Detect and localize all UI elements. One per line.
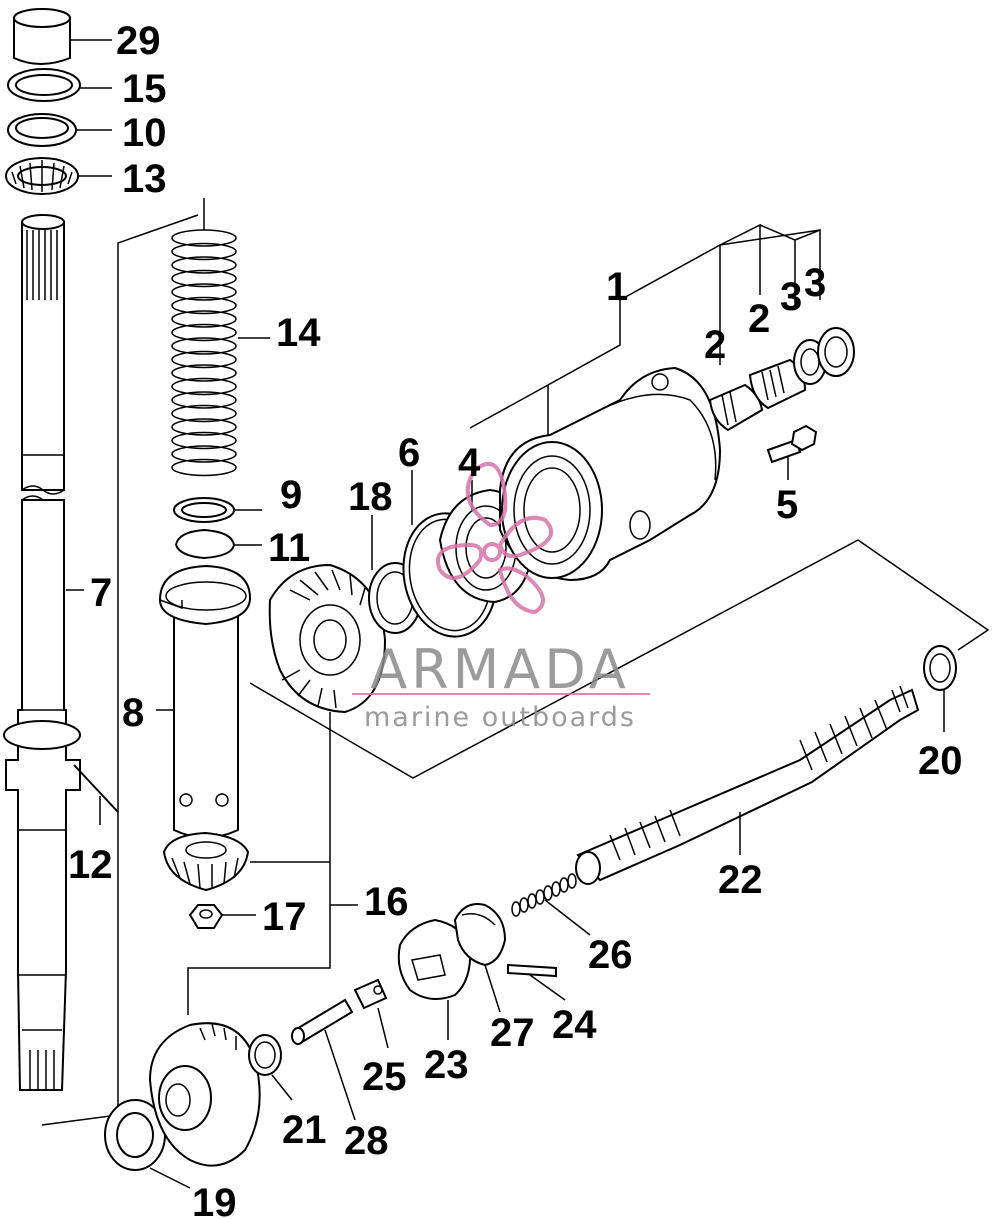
part-1-bearing-housing [469,300,722,582]
label-21: 21 [282,1108,327,1152]
spring-coil [171,296,237,315]
spring-coil [171,431,237,450]
label-19: 19 [192,1181,237,1219]
part-7-drive-shaft [3,214,84,1091]
callout-labels: 29 15 10 13 14 9 11 7 8 12 16 17 19 21 2… [68,19,963,1219]
part-13-thrust-bearing [5,157,112,195]
spring-coil [171,404,237,423]
label-29: 29 [116,19,161,63]
frame-bracket-left [41,214,199,1126]
part-9-shim [173,497,262,523]
label-3b: 3 [804,261,826,305]
watermark-tagline: marine outboards [364,702,636,733]
label-3a: 3 [780,275,802,319]
label-14: 14 [276,311,321,355]
part-16-forward-gear [268,563,387,714]
label-28: 28 [344,1119,389,1163]
spring-coil [171,350,237,369]
spring-coil [171,418,237,436]
part-8-sleeve [156,564,252,839]
part-5-bolt [766,424,818,480]
frame-bracket-right [249,539,990,779]
part-28-plunger [291,998,356,1121]
label-10: 10 [122,111,167,155]
watermark-logo-icon [436,461,554,615]
spring-coil [171,377,237,396]
label-2b: 2 [748,297,770,341]
label-13: 13 [122,157,167,201]
part-24-pin [507,963,566,1001]
part-12-pin [73,764,119,825]
label-4: 4 [458,441,481,485]
part-26-spring [511,873,591,936]
leader-1-2-3 [619,223,821,365]
part-19-washer [104,1099,191,1189]
label-7: 7 [90,571,112,615]
label-18: 18 [348,475,393,519]
watermark-brand: ARMADA [370,638,630,701]
spring-coil [171,391,237,409]
part-22-propeller-shaft [575,685,920,885]
label-23: 23 [424,1043,469,1087]
label-17: 17 [262,895,307,939]
label-8: 8 [122,691,144,735]
spring-coil [171,310,237,328]
part-21-shim [248,1034,293,1101]
label-11: 11 [268,526,310,570]
label-12: 12 [68,843,113,887]
part-23-clutch [397,918,472,1040]
part-2-needle-bearing-b [748,358,807,410]
spring-coil [171,445,237,463]
spring-coil [171,458,237,477]
label-16: 16 [364,880,409,924]
spring-coil [171,242,237,261]
label-26: 26 [588,933,633,977]
part-16-pinion [162,831,250,892]
part-16-reverse-gear [148,1022,261,1167]
part-15-washer [7,68,112,102]
label-20: 20 [918,739,963,783]
label-6: 6 [398,431,420,475]
label-25: 25 [362,1055,407,1099]
spring-coil [171,256,237,274]
leader-16 [187,712,358,1015]
spring-coil [171,229,237,247]
label-22: 22 [718,858,763,902]
part-20-washer [923,645,957,732]
label-24: 24 [552,1003,597,1047]
spring-coil [171,364,237,382]
spring-coil [171,269,237,288]
part-29-bushing [13,8,112,65]
label-5: 5 [776,483,798,527]
spring-coil [171,323,237,342]
part-14-spring [171,198,270,477]
part-17-nut [188,904,256,929]
spring-coil [171,283,237,301]
label-27: 27 [490,1011,535,1055]
label-2a: 2 [704,323,726,367]
label-9: 9 [280,473,302,517]
spring-coil [171,337,237,355]
part-25-slider [353,978,389,1049]
part-27-spring-ring [453,903,507,1013]
part-2-needle-bearing-a [708,383,764,432]
part-10-race [7,113,112,147]
label-1: 1 [606,265,628,309]
part-3-oil-seal-b [817,327,855,377]
part-11-circlip [175,528,262,560]
watermark: ARMADA marine outboards [352,461,650,733]
label-15: 15 [122,67,167,111]
